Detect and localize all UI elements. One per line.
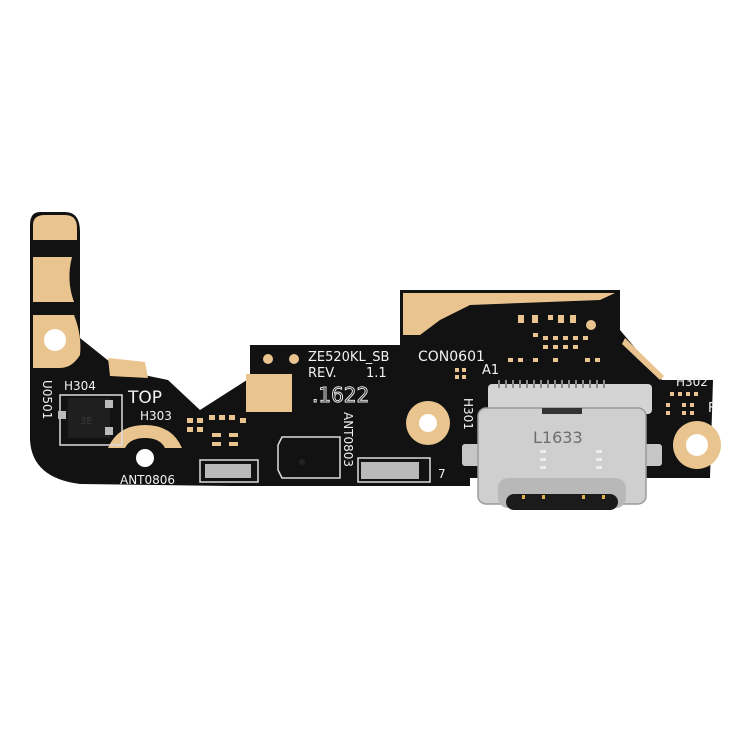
revision-value: 1.1 bbox=[366, 366, 387, 381]
connector-marking: L1633 bbox=[533, 428, 583, 447]
revision-label: REV. bbox=[308, 366, 337, 381]
f-mark: F bbox=[708, 401, 715, 416]
ant0806-connector bbox=[205, 464, 251, 478]
ant0803-connector bbox=[361, 462, 419, 479]
gold-strip-top bbox=[403, 293, 615, 335]
mount-hole-left bbox=[44, 329, 66, 351]
ic-marking: 3E bbox=[80, 416, 93, 427]
gold-pad-square bbox=[246, 374, 292, 412]
gold-pad-mid bbox=[33, 257, 74, 302]
h301-label: H301 bbox=[461, 398, 475, 430]
u0501-label: U0501 bbox=[40, 380, 54, 419]
date-code: .1622 bbox=[312, 383, 369, 407]
h303-label: H303 bbox=[140, 409, 172, 423]
smd-pads-left bbox=[187, 415, 246, 446]
gold-arc-pad bbox=[108, 425, 182, 448]
pin-ref: A1 bbox=[482, 363, 499, 378]
connector-ref: CON0601 bbox=[418, 349, 485, 365]
h304-label: H304 bbox=[64, 379, 96, 393]
ant0803-label: ANT0803 bbox=[341, 412, 355, 467]
gold-pad-top bbox=[33, 215, 77, 240]
seven-mark: 7 bbox=[438, 467, 446, 481]
ic-u0501 bbox=[68, 398, 110, 438]
mount-hole-arc bbox=[136, 449, 154, 467]
gold-pad-small bbox=[108, 358, 148, 378]
ant0806-label: ANT0806 bbox=[120, 473, 175, 487]
usb-c-connector: L1633 bbox=[462, 380, 662, 510]
gold-strip-diag bbox=[622, 338, 664, 380]
smd-pads-right bbox=[455, 315, 698, 415]
model-label: ZE520KL_SB bbox=[308, 350, 389, 365]
h302-label: H302 bbox=[676, 375, 708, 389]
top-label: TOP bbox=[127, 388, 162, 408]
